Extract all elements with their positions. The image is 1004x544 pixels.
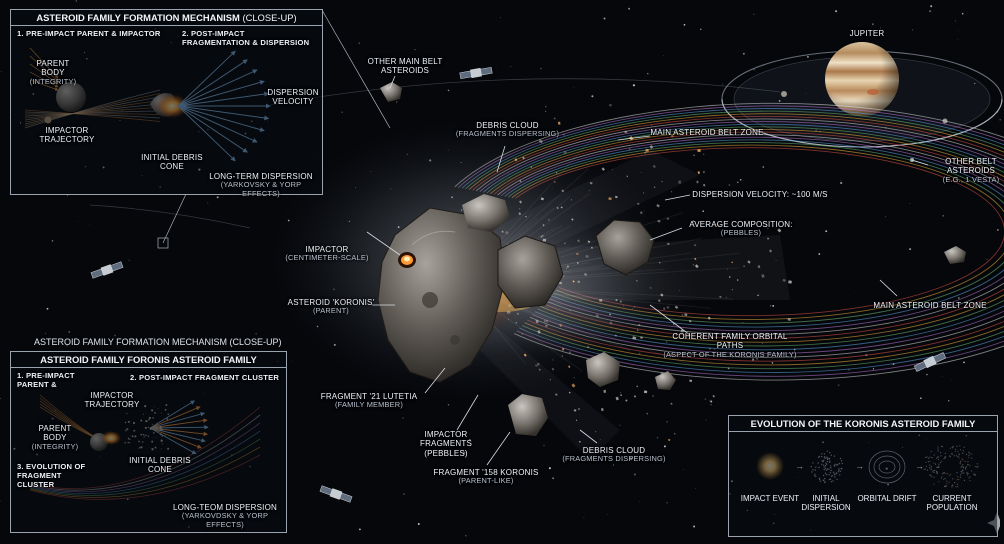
label-debris-cloud-bottom: DEBRIS CLOUD (FRAGMENTS DISPERSING): [562, 446, 666, 464]
panel-formation-mechanism: ASTEROID FAMILY FORMATION MECHANISM (CLO…: [10, 9, 323, 195]
evo-arrow-3-icon: →: [915, 461, 924, 471]
ptop-impactor-trajectory: IMPACTOR TRAJECTORY: [39, 126, 95, 145]
pbot-step3: 3. EVOLUTION OF FRAGMENT CLUSTER: [17, 462, 86, 489]
asteroid-koronis: [377, 207, 506, 383]
coherent-family-orbital-paths: [454, 102, 1004, 381]
pbot-floating-title: ASTEROID FAMILY FORMATION MECHANISM (CLO…: [34, 337, 282, 347]
pbot-parent-body: PARENT BODY (INTEGRITY): [31, 424, 79, 451]
label-coherent-paths: COHERENT FAMILY ORBITAL PATHS (ASPECT OF…: [663, 332, 797, 359]
panel-formation-title: ASTEROID FAMILY FORMATION MECHANISM (CLO…: [11, 10, 322, 26]
label-main-belt-zone-right: MAIN ASTEROID BELT ZONE: [873, 301, 987, 310]
pbot-long-term-dispersion: LONG-TEOM DISPERSION (YARKOVDSKY & YORP …: [172, 503, 277, 530]
ptop-long-term-dispersion: LONG-TERM DISPERSION (YARKOVSKY & YORP E…: [209, 172, 313, 199]
label-other-main-belt: OTHER MAIN BELT ASTEROIDS: [367, 57, 443, 76]
panel-evolution: EVOLUTION OF THE KORONIS ASTEROID FAMILY: [728, 415, 998, 537]
panel-foronis-title: ASTEROID FAMILY FORONIS ASTEROID FAMILY: [11, 352, 286, 368]
ptop-step1: 1. PRE-IMPACT PARENT & IMPACTOR: [17, 29, 161, 38]
evo-stage-current-population: CURRENT POPULATION: [926, 494, 978, 513]
leader-lines: [366, 75, 929, 466]
evo-arrow-1-icon: →: [795, 461, 804, 471]
label-main-belt-zone-top: MAIN ASTEROID BELT ZONE: [650, 128, 764, 137]
pbot-initial-debris-cone: INITIAL DEBRIS CONE: [129, 456, 191, 475]
spacecraft: [90, 66, 947, 503]
pbot-step2: 2. POST-IMPACT FRAGMENT CLUSTER: [130, 373, 280, 382]
panel-evolution-title: EVOLUTION OF THE KORONIS ASTEROID FAMILY: [729, 416, 997, 432]
background-orbit-arcs: [89, 78, 781, 229]
panel-foronis-family: ASTEROID FAMILY FORONIS ASTEROID FAMILY: [10, 351, 287, 533]
label-impactor-fragments: IMPACTOR FRAGMENTS (PEBBLES): [419, 430, 473, 458]
large-fragments: [380, 82, 966, 436]
label-debris-cloud-top: DEBRIS CLOUD (FRAGMENTS DISPERSING): [455, 121, 560, 139]
ptop-parent-body: PARENT BODY (INTEGRITY): [29, 59, 77, 86]
evo-arrow-2-icon: →: [855, 461, 864, 471]
pbot-impactor-trajectory: IMPACTOR TRAJECTORY: [84, 391, 140, 410]
label-jupiter: JUPITER: [849, 29, 885, 38]
label-average-composition: AVERAGE COMPOSITION: (PEBBLES): [689, 220, 793, 238]
label-fragment-koronis: FRAGMENT '158 KORONIS (PARENT-LIKE): [433, 468, 539, 486]
ptop-dispersion-velocity: DISPERSION VELOCITY: [267, 88, 319, 107]
pbot-step1: 1. PRE-IMPACT PARENT &: [17, 371, 75, 389]
ptop-initial-debris-cone: INITIAL DEBRIS CONE: [141, 153, 203, 172]
evo-stage-impact-event: IMPACT EVENT: [740, 494, 800, 503]
zoom-callout: [157, 9, 391, 249]
label-impactor: IMPACTOR (CENTIMETER-SCALE): [285, 245, 369, 263]
evo-stage-orbital-drift: ORBITAL DRIFT: [857, 494, 917, 503]
ptop-step2: 2. POST-IMPACT FRAGMENTATION & DISPERSIO…: [182, 29, 310, 47]
label-koronis-parent: ASTEROID 'KORONIS' (PARENT): [287, 298, 375, 316]
evo-stage-initial-dispersion: INITIAL DISPERSION: [801, 494, 851, 513]
label-other-belt-asteroids: OTHER BELT ASTEROIDS (e.g., 1 VESTA): [942, 157, 1000, 184]
label-dispersion-velocity: DISPERSION VELOCITY: ~100 M/S: [692, 190, 828, 199]
label-fragment-lutetia: FRAGMENT '21 LUTETIA (FAMILY MEMBER): [320, 392, 418, 410]
